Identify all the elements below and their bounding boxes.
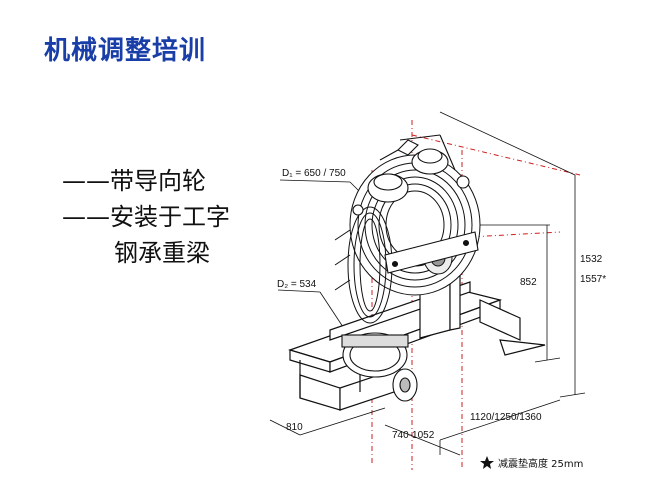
bullet-load-beam: 钢承重梁 [114,239,210,267]
ibeam-base [288,281,546,411]
label-width-740-1052: 740-1052 [392,430,435,441]
guide-wheel [334,206,393,324]
label-height-1532: 1532 [580,254,603,265]
bullet-mounted-on-ibeam: ——安装于工字 [62,203,230,231]
label-width-1120: 1120/1250/1360 [470,412,542,423]
slide-title: 机械调整培训 [44,36,207,66]
label-width-810: 810 [286,422,303,433]
label-height-1557: 1557* [580,274,606,285]
star-icon [480,456,494,469]
label-d1: D₁ = 650 / 750 [282,168,346,179]
footnote-text: 减震垫高度 25mm [498,457,583,470]
footnote: 减震垫高度 25mm [480,456,583,470]
label-d2: D₂ = 534 [277,279,317,290]
dimension-lines [269,111,586,456]
label-height-852: 852 [520,277,537,288]
brake-assembly [352,134,470,216]
clamp-plate [384,231,479,274]
bullet-guide-wheel: ——带导向轮 [62,167,206,195]
motor-drum [341,332,418,402]
bullet-list: ——带导向轮 ——安装于工字 钢承重梁 [62,163,230,271]
